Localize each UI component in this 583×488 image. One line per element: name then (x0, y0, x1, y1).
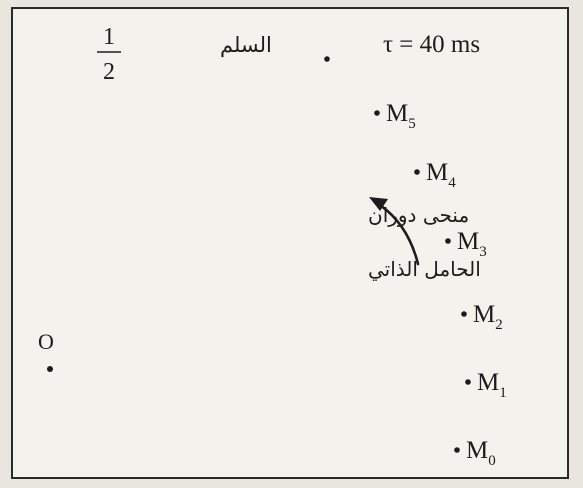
arrow-head (369, 197, 388, 211)
point-marker-5 (374, 110, 380, 116)
point-letter: M (466, 437, 488, 464)
annotation-line-2: الحامل الذاتي (368, 257, 481, 282)
point-label-0: M0 (466, 437, 496, 469)
point-letter: M (426, 159, 448, 186)
point-letter: M (477, 369, 499, 396)
point-subscript: 5 (408, 116, 416, 132)
tau-label: τ = 40 ms (383, 31, 480, 58)
point-label-1: M1 (477, 369, 507, 401)
origin-point (47, 366, 53, 372)
annotation-line-1: منحى دوران (368, 203, 469, 227)
point-subscript: 4 (448, 175, 456, 191)
point-label-5: M5 (386, 100, 416, 132)
point-letter: M (386, 100, 408, 127)
point-marker-4 (414, 169, 420, 175)
scale-denominator: 2 (103, 59, 115, 85)
point-marker-1 (465, 379, 471, 385)
point-letter: M (457, 228, 479, 255)
point-label-2: M2 (473, 301, 503, 333)
point-marker-0 (454, 447, 460, 453)
point-letter: M (473, 301, 495, 328)
rotation-direction-arrow (369, 197, 420, 266)
point-subscript: 3 (479, 244, 487, 260)
scale-numerator: 1 (103, 24, 115, 50)
point-marker-6 (324, 56, 330, 62)
point-subscript: 1 (499, 385, 507, 401)
scale-word: السلم (220, 33, 272, 58)
figure-frame (11, 7, 569, 479)
point-marker-2 (461, 311, 467, 317)
arrow-curve (375, 201, 420, 266)
origin-label: O (38, 329, 54, 354)
point-label-4: M4 (426, 159, 456, 191)
point-subscript: 0 (488, 453, 496, 469)
scale-fraction: 1 2 (97, 24, 121, 85)
point-label-3: M3 (457, 228, 487, 260)
point-subscript: 2 (495, 317, 503, 333)
point-marker-3 (445, 238, 451, 244)
